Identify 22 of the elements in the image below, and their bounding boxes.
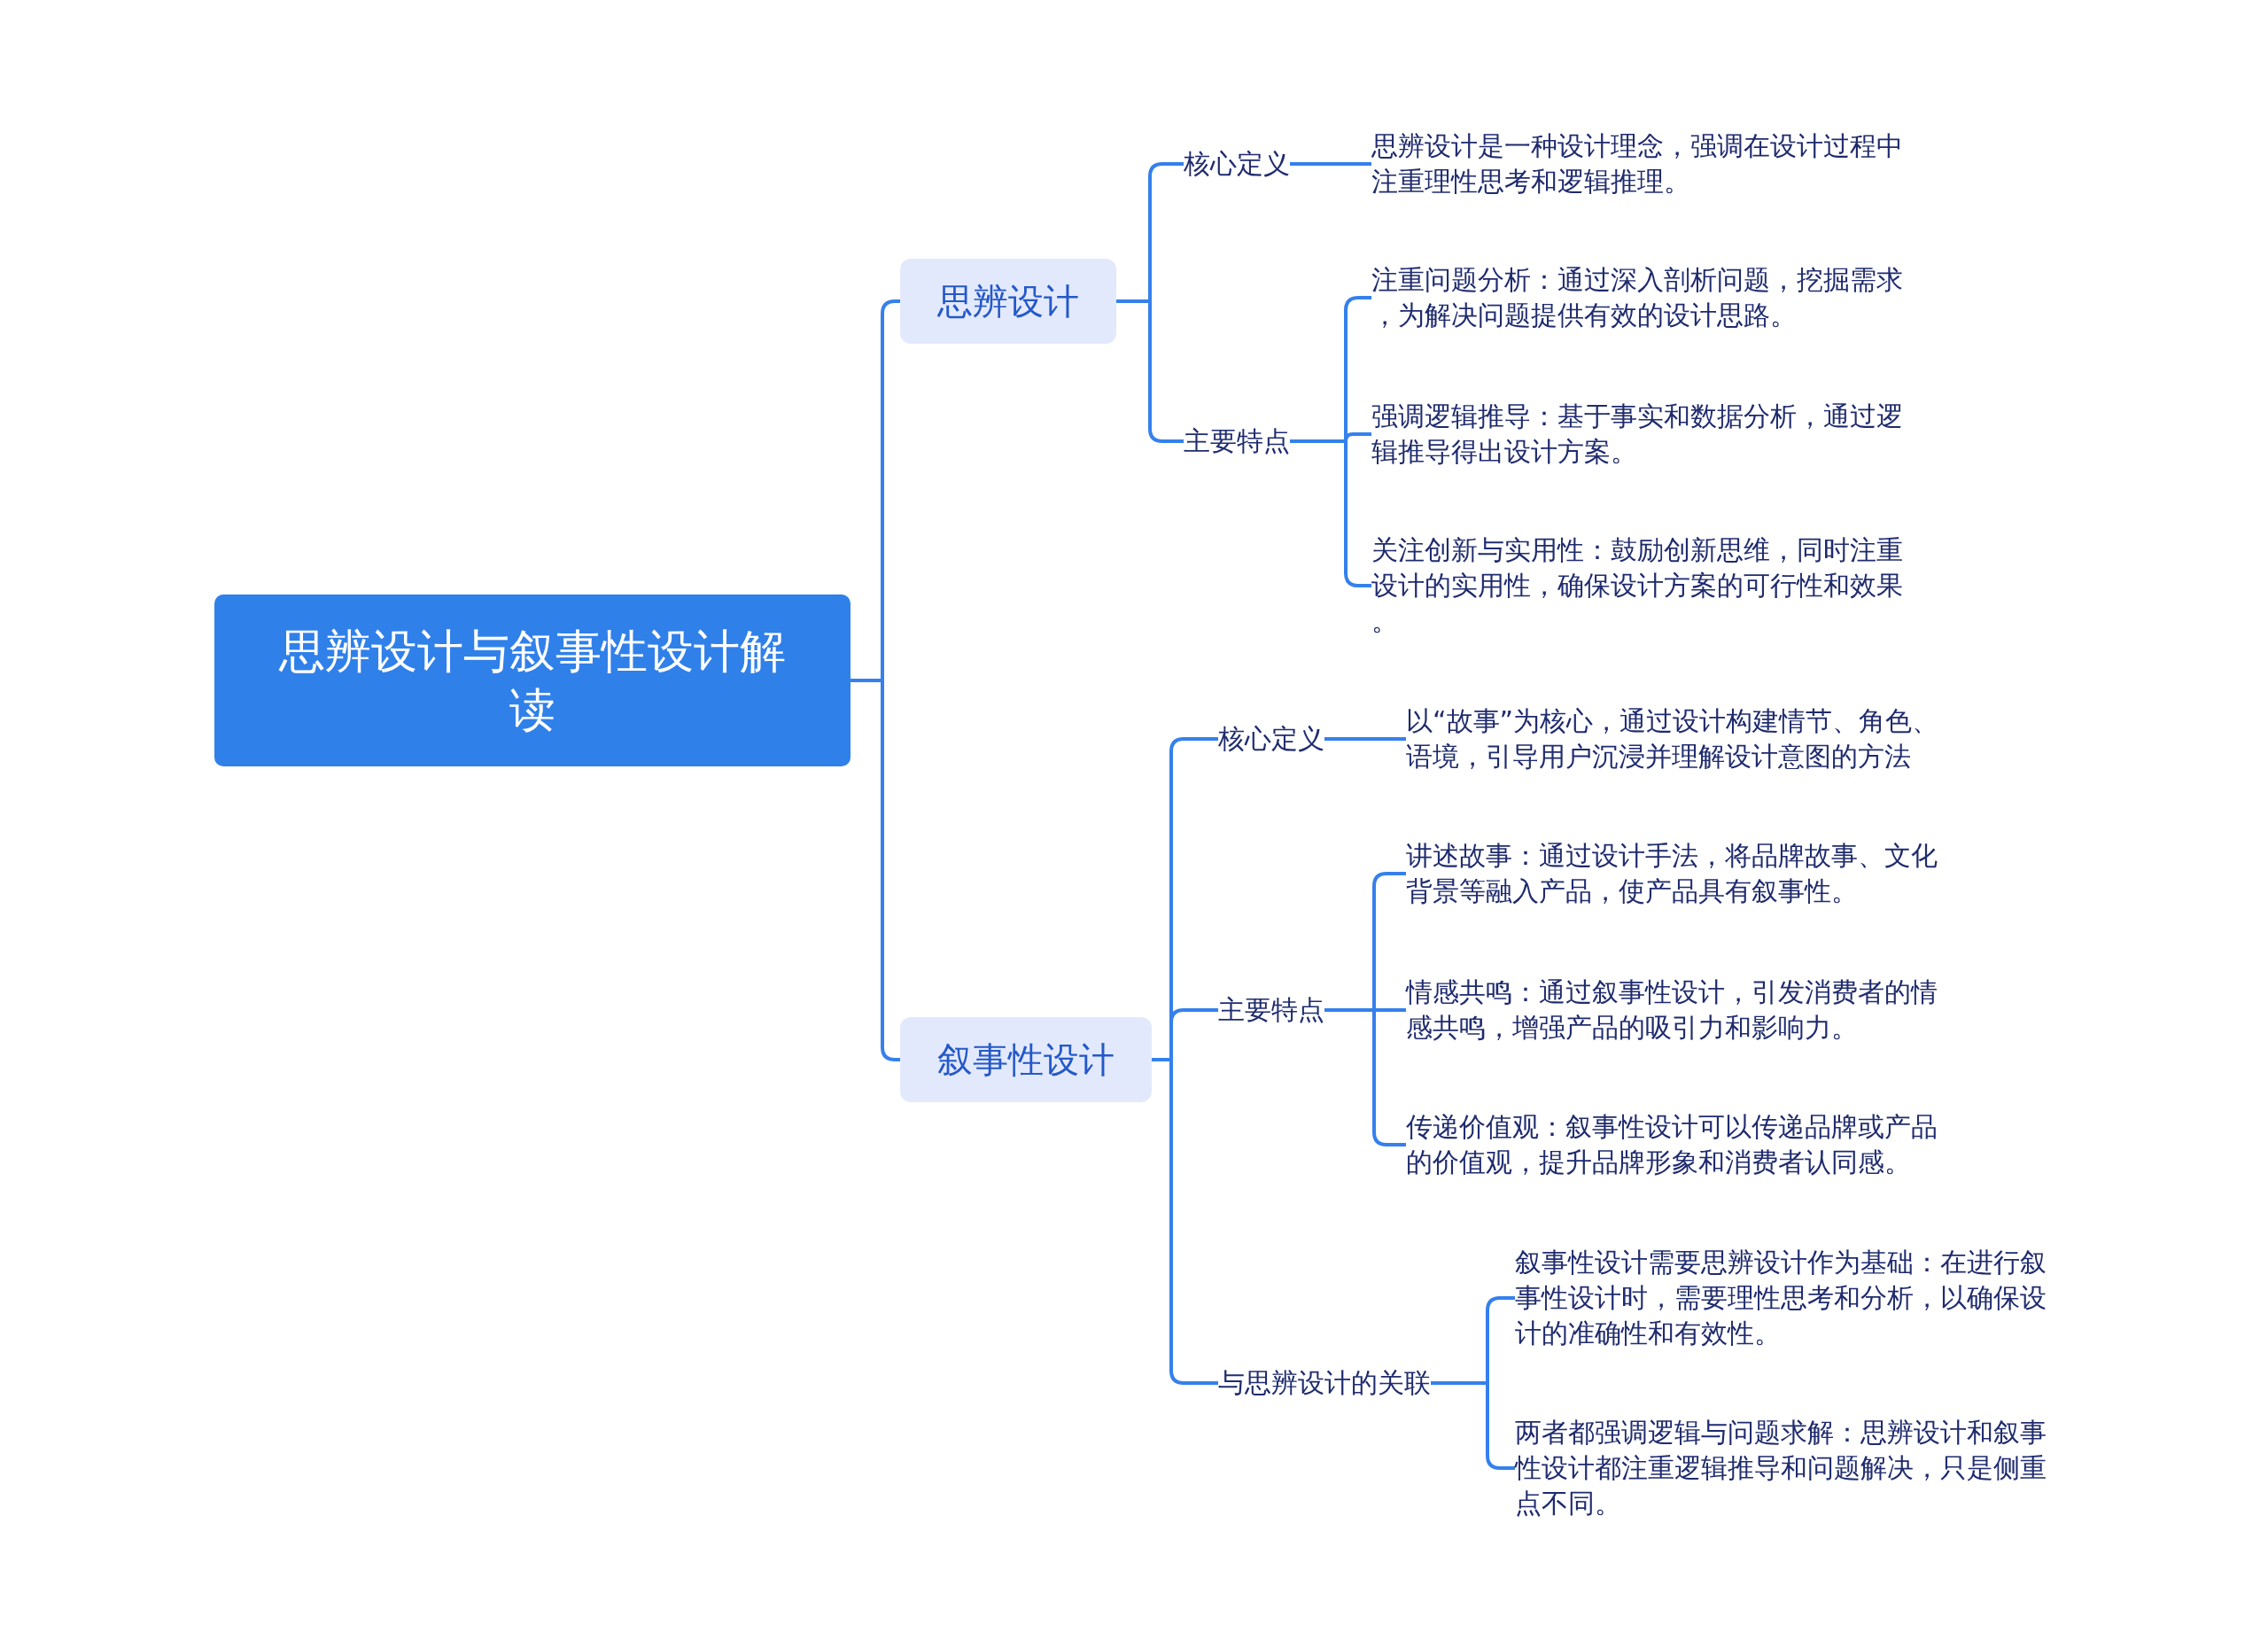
connector-line: [850, 679, 900, 1061]
detail-text: 思辨设计是一种设计理念，强调在设计过程中注重理性思考和逻辑推理。: [1371, 128, 1915, 199]
detail-text: 传递价值观：叙事性设计可以传递品牌或产品的价值观，提升品牌形象和消费者认同感。: [1406, 1109, 1950, 1180]
branch-topic: 叙事性设计: [900, 1017, 1152, 1102]
detail-text: 以“故事”为核心，通过设计构建情节、角色、语境，引导用户沉浸并理解设计意图的方法: [1406, 703, 1950, 774]
subtopic-label: 主要特点: [1218, 992, 1324, 1028]
subtopic-label: 核心定义: [1218, 721, 1324, 757]
root-topic: 思辨设计与叙事性设计解读: [214, 595, 850, 766]
detail-text: 讲述故事：通过设计手法，将品牌故事、文化背景等融入产品，使产品具有叙事性。: [1406, 838, 1950, 909]
detail-text: 强调逻辑推导：基于事实和数据分析，通过逻辑推导得出设计方案。: [1371, 399, 1915, 470]
detail-text: 关注创新与实用性：鼓励创新思维，同时注重设计的实用性，确保设计方案的可行性和效果。: [1371, 532, 1915, 639]
subtopic-label: 与思辨设计的关联: [1218, 1365, 1431, 1401]
detail-text: 叙事性设计需要思辨设计作为基础：在进行叙事性设计时，需要理性思考和分析，以确保设计的准确性和有效性。: [1515, 1245, 2059, 1351]
connector-line: [1152, 1058, 1218, 1385]
branch-topic: 思辨设计: [900, 259, 1116, 344]
subtopic-label: 核心定义: [1184, 146, 1290, 182]
detail-text: 情感共鸣：通过叙事性设计，引发消费者的情感共鸣，增强产品的吸引力和影响力。: [1406, 975, 1950, 1045]
detail-text: 注重问题分析：通过深入剖析问题，挖掘需求，为解决问题提供有效的设计思路。: [1371, 262, 1915, 333]
connector-line: [1290, 162, 1371, 166]
detail-text: 两者都强调逻辑与问题求解：思辨设计和叙事性设计都注重逻辑推导和问题解决，只是侧重点不同。: [1515, 1415, 2059, 1521]
subtopic-label: 主要特点: [1184, 424, 1290, 459]
connector-line: [1324, 737, 1406, 741]
